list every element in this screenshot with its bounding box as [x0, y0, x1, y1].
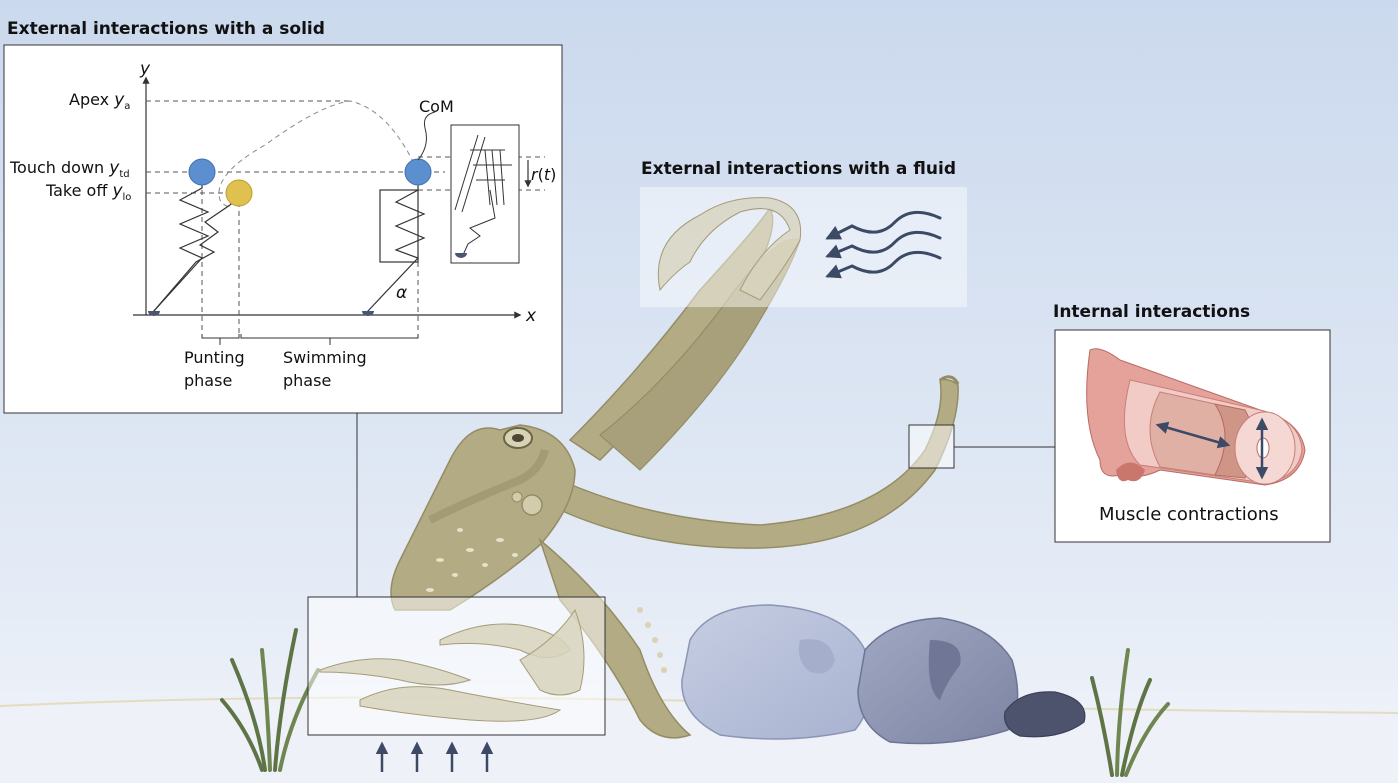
com-takeoff-marker	[225, 179, 253, 207]
swimming-phase-label-1: Swimming	[283, 348, 367, 367]
rock-icon	[681, 604, 1086, 745]
muscle-cylinder-icon	[1086, 348, 1306, 486]
take-off-label: Take off ylo	[45, 181, 131, 203]
octopus-illustration	[390, 206, 960, 739]
heading-solid: External interactions with a solid	[7, 19, 325, 39]
swimming-phase-label-2: phase	[283, 371, 331, 390]
com-swim-marker	[404, 158, 432, 186]
arm-detail-box	[908, 424, 955, 469]
com-label: CoM	[419, 97, 454, 116]
heading-internal: Internal interactions	[1053, 302, 1251, 322]
r-of-t-label: r(t)	[531, 165, 556, 184]
alpha-label: α	[396, 283, 407, 303]
apex-label: Apex ya	[69, 90, 130, 112]
heading-fluid: External interactions with a fluid	[641, 159, 956, 179]
wave-arrows-icon	[825, 210, 942, 279]
seagrass-icon	[1090, 648, 1170, 777]
fluid-arm	[657, 197, 802, 301]
upward-force-arrows-icon	[375, 741, 494, 772]
axis-y-label: y	[139, 59, 151, 79]
axis-x-label: x	[525, 306, 537, 326]
touch-down-label: Touch down ytd	[9, 158, 130, 180]
solid-diagram	[133, 76, 545, 345]
contact-arms	[319, 608, 585, 722]
punting-phase-label-1: Punting	[184, 348, 245, 367]
seagrass-icon	[220, 628, 320, 772]
punting-phase-label-2: phase	[184, 371, 232, 390]
com-touchdown-marker	[188, 158, 216, 186]
muscle-contractions-caption: Muscle contractions	[1099, 504, 1279, 525]
